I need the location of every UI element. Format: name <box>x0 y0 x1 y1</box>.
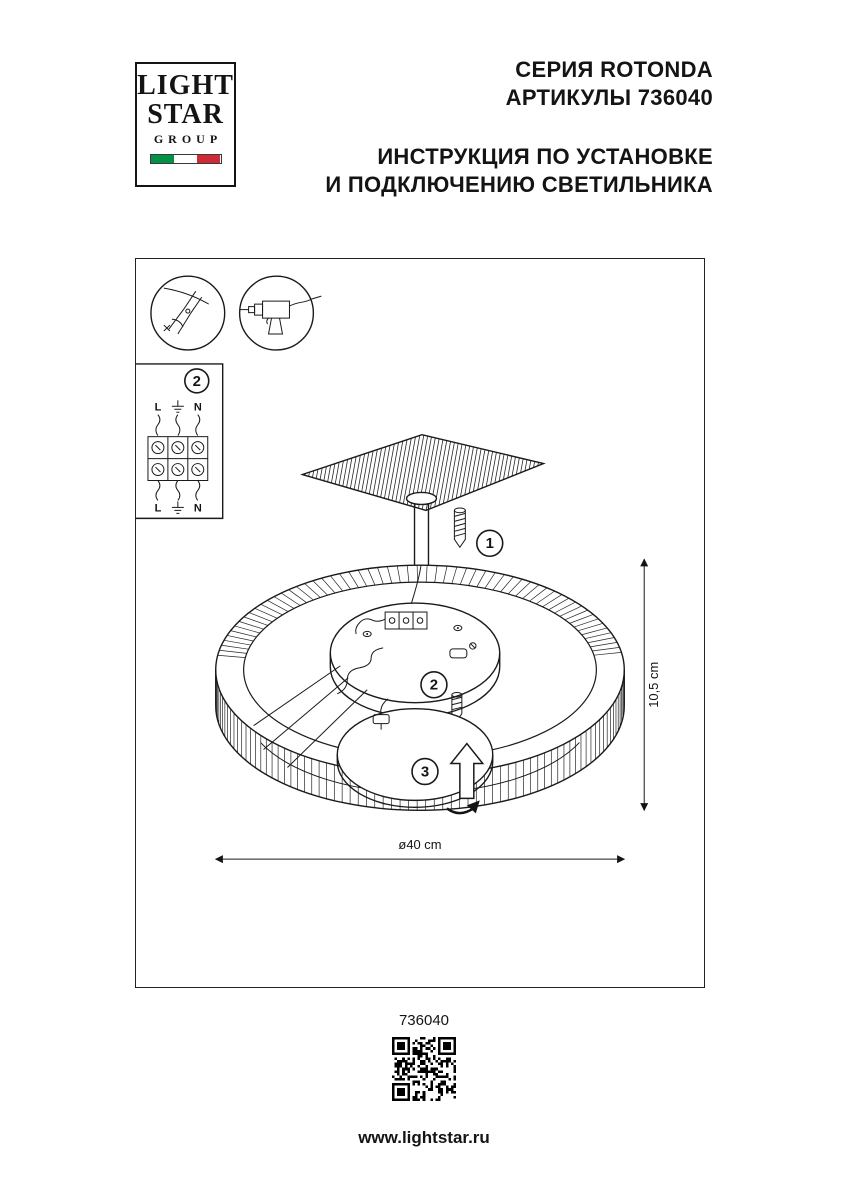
rotate-arrow <box>446 800 480 815</box>
cable-gland <box>449 648 468 659</box>
earth-icon <box>171 501 184 514</box>
wire-l-top <box>155 414 161 436</box>
mounting-plate <box>329 602 501 718</box>
wiring-step-badge <box>184 368 210 394</box>
footer-article-number: 736040 <box>398 1012 450 1029</box>
screw-icon-1 <box>453 507 466 549</box>
terminal-l-top-label: L <box>155 402 162 414</box>
series-title: СЕРИЯ ROTONDA <box>515 57 713 82</box>
wire-n-top <box>195 414 201 436</box>
website-url: www.lightstar.ru <box>358 1128 490 1147</box>
drill-icon <box>238 275 322 351</box>
logo-word-star: STAR <box>147 99 224 130</box>
step-3-badge <box>411 757 439 786</box>
wiring-diagram: 2 L N <box>136 363 224 520</box>
earth-icon <box>171 400 184 413</box>
diagram-canvas: 2 L N <box>136 275 661 864</box>
instruction-title-line2: И ПОДКЛЮЧЕНИЮ СВЕТИЛЬНИКА <box>325 172 713 197</box>
attach-direction-arrow <box>449 742 485 800</box>
wire-stripper-icon <box>150 275 226 351</box>
wiring-step-label: 2 <box>193 373 201 390</box>
terminal-n-top-label: N <box>194 402 202 414</box>
wire-ground-top <box>175 414 181 436</box>
plate-keyhole-slots <box>362 624 477 650</box>
article-number: АРТИКУЛЫ 736040 <box>505 85 713 110</box>
plate-terminal-block <box>355 611 428 635</box>
flag-red-stripe <box>197 155 221 163</box>
diameter-dimension-label: ø40 cm <box>398 837 441 852</box>
step-3-label: 3 <box>421 763 429 780</box>
terminal-n-bottom-label: N <box>194 502 202 514</box>
flag-white-stripe <box>173 155 198 163</box>
logo-word-group: GROUP <box>153 132 223 146</box>
qr-code-image <box>392 1037 456 1101</box>
step-1-label: 1 <box>486 535 494 552</box>
installation-diagram: 2 L N <box>135 258 705 988</box>
step-2-badge <box>420 671 448 699</box>
terminal-l-bottom-label: L <box>155 502 162 514</box>
step-1-badge <box>476 529 504 558</box>
diffuser-plate <box>336 708 494 809</box>
connector-plug <box>372 698 390 730</box>
qr-code <box>392 1037 456 1101</box>
height-dimension-label: 10,5 cm <box>646 662 661 708</box>
terminal-block <box>147 436 209 481</box>
diameter-dimension: ø40 cm <box>214 837 626 864</box>
wire-n-bottom <box>195 480 201 501</box>
instruction-title-line1: ИНСТРУКЦИЯ ПО УСТАНОВКЕ <box>377 144 713 169</box>
mounting-rod <box>405 491 438 609</box>
ring-body <box>215 564 625 812</box>
lightstar-logo: LIGHT STAR GROUP <box>135 62 236 187</box>
flag-green-stripe <box>150 155 174 163</box>
height-dimension: 10,5 cm <box>640 558 661 812</box>
step-2-label: 2 <box>430 677 438 694</box>
plate-cables <box>253 665 368 768</box>
spring-wire <box>337 647 384 695</box>
logo-word-light: LIGHT <box>137 70 234 101</box>
power-cable <box>409 565 422 609</box>
header-text: СЕРИЯ ROTONDA АРТИКУЛЫ 736040 ИНСТРУКЦИЯ… <box>325 56 713 199</box>
wire-ground-bottom <box>175 480 181 501</box>
italian-flag-icon <box>149 154 222 164</box>
wire-l-bottom <box>155 480 161 501</box>
